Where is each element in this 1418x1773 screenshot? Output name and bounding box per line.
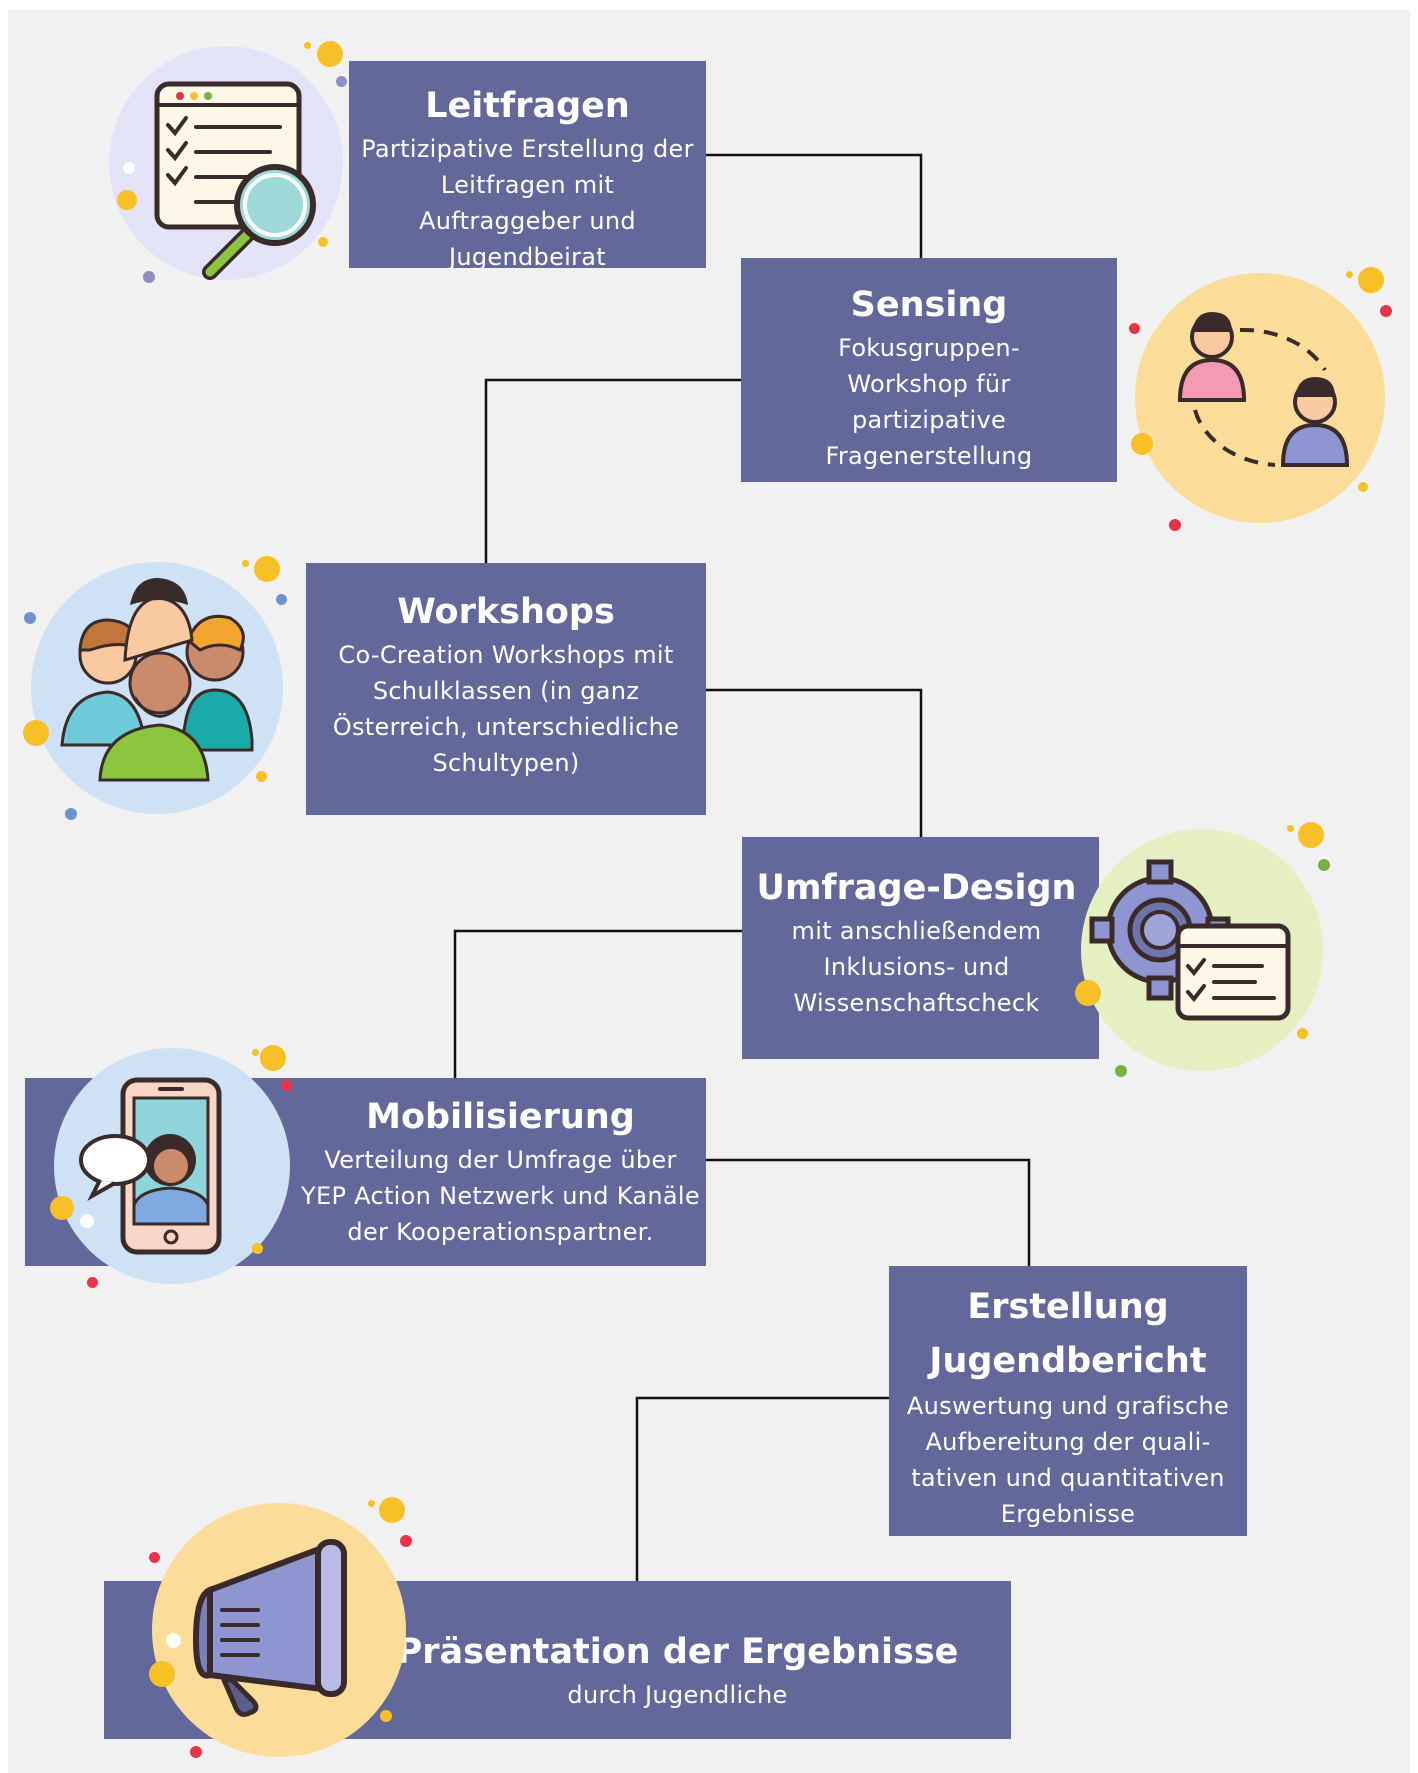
step-title-erstellung-jugendbericht: Erstellung Jugendbericht: [929, 1287, 1207, 1381]
step-description-workshops: Co-Creation Workshops mit Schulklassen (…: [332, 641, 680, 777]
decor-dot: [281, 1080, 292, 1091]
step-description-sensing: Fokusgruppen-Workshop für partizipative …: [825, 334, 1033, 470]
decor-dot: [190, 1746, 202, 1758]
connector-workshops-umfrage: [705, 688, 923, 837]
decor-dot: [1358, 267, 1384, 293]
step-box-umfrage-design: Umfrage-Design mit anschließendem Inklus…: [742, 837, 1099, 1059]
decor-dot: [143, 271, 155, 283]
decor-dot: [23, 720, 49, 746]
decor-dot: [336, 76, 347, 87]
decor-dot: [1318, 859, 1330, 871]
decor-dot: [256, 771, 267, 782]
connector-jugendbericht-praesentation: [635, 1396, 889, 1581]
gear-checklist-icon: [0, 0, 1323, 1071]
decor-dot: [368, 1500, 375, 1507]
decor-dot: [1358, 482, 1368, 492]
decor-dot: [276, 594, 287, 605]
decor-dot: [260, 1045, 286, 1071]
decor-dot: [1129, 323, 1140, 334]
decor-dot: [400, 1535, 412, 1547]
step-box-workshops: Workshops Co-Creation Workshops mit Schu…: [306, 563, 706, 815]
decor-dot: [1287, 825, 1294, 832]
checklist-magnifier-icon: [0, 0, 343, 280]
step-title-mobilisierung: Mobilisierung: [366, 1097, 635, 1137]
step-description-umfrage-design: mit anschließendem Inklusions- und Wisse…: [791, 917, 1042, 1017]
step-box-leitfragen: Leitfragen Partizipative Erstellung der …: [349, 61, 706, 271]
step-title-leitfragen: Leitfragen: [425, 86, 630, 126]
step-title-workshops: Workshops: [397, 592, 615, 632]
step-title-praesentation: Präsentation der Ergebnisse: [396, 1632, 959, 1672]
decor-dot: [1346, 271, 1353, 278]
step-description-mobilisierung: Verteilung der Umfrage über YEP Action N…: [301, 1146, 700, 1246]
step-description-erstellung-jugendbericht: Auswertung und grafische Aufbereitung de…: [906, 1392, 1230, 1528]
decor-dot: [117, 190, 137, 210]
decor-dot: [50, 1196, 74, 1220]
decor-dot: [80, 1214, 94, 1228]
decor-dot: [1297, 1028, 1308, 1039]
people-exchange-icon: [0, 0, 1385, 523]
decor-dot: [380, 1710, 392, 1722]
step-box-erstellung-jugendbericht: Erstellung Jugendbericht Auswertung und …: [889, 1266, 1247, 1536]
step-box-sensing: Sensing Fokusgruppen-Workshop für partiz…: [741, 258, 1117, 482]
connector-sensing-workshops: [484, 378, 741, 563]
decor-dot: [1075, 980, 1101, 1006]
decor-dot: [252, 1049, 259, 1056]
decor-dot: [252, 1243, 263, 1254]
decor-dot: [242, 560, 249, 567]
decor-dot: [254, 556, 280, 582]
step-description-praesentation: durch Jugendliche: [567, 1681, 788, 1709]
step-title-umfrage-design: Umfrage-Design: [756, 868, 1077, 908]
decor-dot: [1298, 822, 1324, 848]
decor-dot: [318, 237, 328, 247]
decor-dot: [304, 42, 311, 49]
decor-dot: [317, 41, 343, 67]
decor-dot: [1131, 433, 1153, 455]
decor-dot: [24, 612, 36, 624]
decor-dot: [1115, 1065, 1127, 1077]
step-description-leitfragen: Partizipative Erstellung der Leitfragen …: [361, 135, 694, 271]
decor-dot: [65, 808, 77, 820]
step-title-sensing: Sensing: [850, 285, 1008, 325]
decor-dot: [149, 1661, 175, 1687]
decor-dot: [1169, 519, 1181, 531]
connector-umfrage-mobilisierung: [453, 929, 742, 1078]
decor-dot: [1380, 305, 1392, 317]
group-of-people-icon: [0, 0, 283, 814]
decor-dot: [166, 1633, 181, 1648]
decor-dot: [379, 1497, 405, 1523]
smartphone-chat-icon: [0, 0, 290, 1284]
decor-dot: [149, 1552, 160, 1563]
connector-leitfragen-sensing: [705, 153, 923, 258]
decor-dot: [123, 162, 135, 174]
decor-dot: [87, 1277, 98, 1288]
megaphone-icon: [0, 0, 406, 1757]
connector-mobilisierung-jugendbericht: [705, 1158, 1031, 1266]
